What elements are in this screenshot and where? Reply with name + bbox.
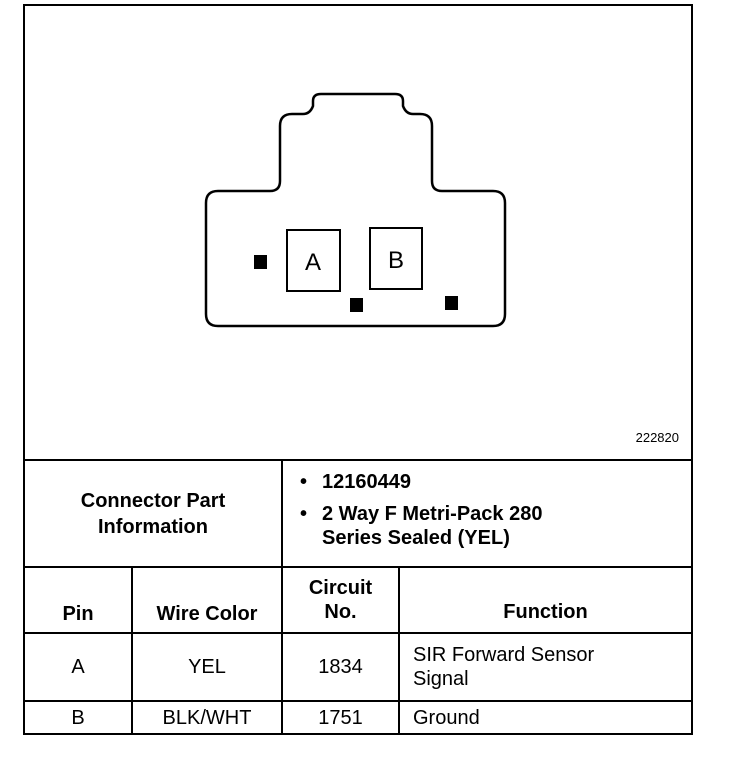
connector-face-drawing: A B (204, 92, 507, 328)
cavity-b-box (369, 227, 423, 290)
part-number: 12160449 (322, 471, 411, 493)
row-a-function-line1: SIR Forward Sensor (413, 644, 595, 666)
header-function: Function (503, 601, 588, 623)
row-a-function-line2: Signal (413, 668, 469, 690)
row-b-circuit: 1751 (318, 706, 363, 729)
row-b-function: Ground (413, 706, 480, 729)
figure-id: 222820 (635, 430, 679, 445)
row-a-pin: A (71, 656, 85, 678)
col-divider-1 (131, 568, 133, 733)
part-description: 2 Way F Metri-Pack 280 Series Sealed (YE… (322, 502, 542, 550)
part-number-item: • 12160449 (300, 470, 542, 494)
keying-square-left (254, 255, 267, 269)
part-info-label-line1: Connector Part (80, 489, 226, 512)
connector-info-frame: A B 222820 Connector Part Information Pi… (23, 4, 693, 735)
part-info-label: Connector Part Information (25, 461, 281, 566)
part-info-details: • 12160449 • 2 Way F Metri-Pack 280 Seri… (300, 470, 542, 558)
header-wire-color: Wire Color (156, 603, 258, 625)
col-divider-3 (398, 568, 400, 733)
keying-square-middle (350, 298, 363, 312)
row-a-function: SIR Forward Sensor Signal (413, 634, 689, 700)
cavity-a-box (286, 229, 341, 292)
divider-row-a (25, 700, 691, 702)
header-circuit-no: Circuit No. (283, 568, 398, 632)
row-b-pin: B (71, 706, 85, 729)
part-info-label-line2: Information (98, 515, 208, 538)
keying-square-right (445, 296, 458, 310)
cavity-b-label: B (388, 247, 404, 274)
row-a-wire-color: YEL (188, 656, 226, 678)
divider-diagram (25, 459, 691, 461)
part-description-line1: 2 Way F Metri-Pack 280 (322, 503, 543, 525)
col-divider-2 (281, 568, 283, 733)
cavity-a-label: A (305, 249, 321, 276)
header-pin: Pin (62, 603, 94, 625)
divider-part-info (281, 461, 283, 566)
divider-header (25, 632, 691, 634)
row-a-circuit: 1834 (318, 656, 363, 678)
header-circuit-line1: Circuit (308, 577, 373, 599)
header-circuit-line2: No. (324, 601, 357, 623)
divider-part-info-bottom (25, 566, 691, 568)
bullet-icon: • (300, 471, 308, 493)
part-description-item: • 2 Way F Metri-Pack 280 Series Sealed (… (300, 502, 542, 550)
row-b-wire-color: BLK/WHT (162, 706, 252, 729)
connector-body-outline (204, 92, 507, 328)
part-description-line2: Series Sealed (YEL) (322, 527, 510, 549)
bullet-icon: • (300, 503, 308, 525)
connector-face-diagram: A B 222820 (25, 6, 691, 459)
